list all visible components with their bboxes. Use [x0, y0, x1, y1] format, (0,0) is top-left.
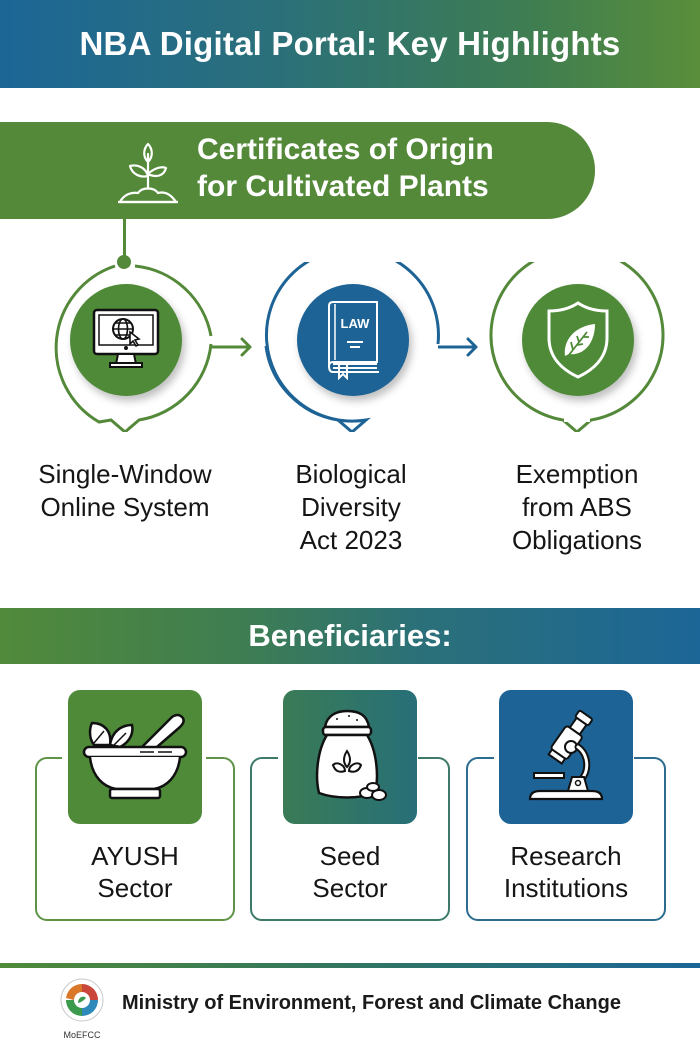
- feature-single-window: [35, 262, 215, 432]
- beneficiaries-title: Beneficiaries:: [248, 618, 452, 653]
- beneficiary-icon-box: [283, 690, 417, 824]
- beneficiary-icon-box: [499, 690, 633, 824]
- feature-label-line: Biological: [295, 459, 407, 489]
- beneficiary-label-line: Sector: [312, 873, 388, 903]
- footer-divider: [0, 963, 700, 968]
- feature-label-line: Diversity: [301, 492, 401, 522]
- feature-label-line: Single-Window: [38, 459, 212, 489]
- header-banner: NBA Digital Portal: Key Highlights: [0, 0, 700, 88]
- feature-biological-diversity-act: LAW: [262, 262, 442, 432]
- connector-dot: [117, 255, 131, 269]
- computer-globe-icon: [92, 308, 160, 368]
- arrow-right-icon: [438, 337, 478, 357]
- beneficiary-label-line: Seed: [319, 841, 381, 871]
- certificates-title-line2: for Cultivated Plants: [197, 170, 489, 203]
- page-title: NBA Digital Portal: Key Highlights: [79, 25, 621, 62]
- beneficiary-label-line: Institutions: [503, 873, 629, 903]
- feature-label-line: Exemption: [515, 459, 639, 489]
- feature-label-line: Act 2023: [299, 525, 403, 555]
- feature-label-single-window: Single-Window Online System: [15, 458, 235, 524]
- connector-line: [123, 219, 126, 261]
- beneficiary-label-line: Sector: [97, 873, 173, 903]
- feature-icon-disc: [70, 284, 182, 396]
- feature-label-line: Online System: [40, 492, 210, 522]
- microscope-icon: [528, 709, 604, 801]
- feature-icon-disc: LAW: [297, 284, 409, 396]
- mortar-pestle-icon: [82, 713, 188, 800]
- certificates-title: Certificates of Origin for Cultivated Pl…: [197, 131, 494, 205]
- moefcc-logo-caption: MoEFCC: [63, 1030, 101, 1040]
- beneficiary-label-ayush: AYUSH Sector: [35, 840, 235, 904]
- svg-text:LAW: LAW: [341, 316, 371, 331]
- law-book-icon: LAW: [328, 301, 379, 380]
- feature-label-abs-exemption: Exemption from ABS Obligations: [467, 458, 687, 557]
- feature-ring: [54, 264, 213, 432]
- feature-abs-exemption: [487, 262, 667, 432]
- beneficiary-label-seed: Seed Sector: [250, 840, 450, 904]
- feature-ring: [264, 262, 440, 432]
- moefcc-logo-icon: [60, 978, 104, 1022]
- sprout-icon: [118, 142, 178, 204]
- beneficiary-label-line: AYUSH: [91, 841, 179, 871]
- feature-icon-disc: [522, 284, 634, 396]
- seed-sack-icon: [315, 709, 387, 801]
- arrow-right-icon: [212, 337, 252, 357]
- shield-leaf-icon: [547, 301, 609, 379]
- beneficiary-label-research: Research Institutions: [466, 840, 666, 904]
- feature-label-biological-diversity-act: Biological Diversity Act 2023: [241, 458, 461, 557]
- beneficiaries-banner: Beneficiaries:: [0, 608, 700, 664]
- ministry-name: Ministry of Environment, Forest and Clim…: [122, 992, 621, 1014]
- certificates-title-line1: Certificates of Origin: [197, 133, 494, 166]
- beneficiary-label-line: Research: [510, 841, 622, 871]
- feature-label-line: Obligations: [511, 525, 643, 555]
- beneficiary-icon-box: [68, 690, 202, 824]
- feature-ring: [489, 262, 665, 432]
- feature-label-line: from ABS: [522, 492, 632, 522]
- certificates-banner: [0, 122, 595, 219]
